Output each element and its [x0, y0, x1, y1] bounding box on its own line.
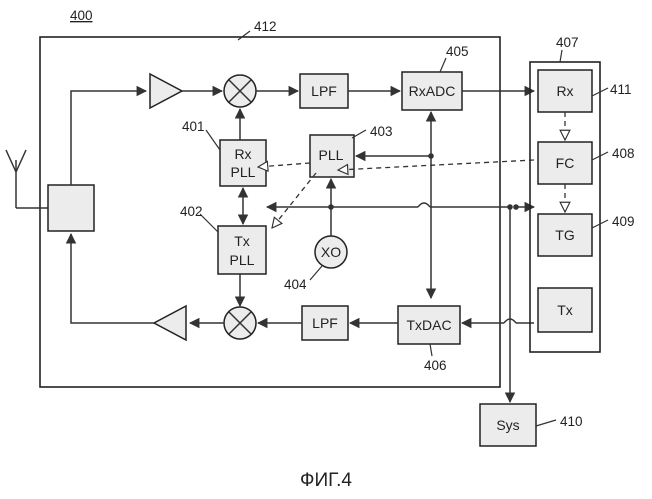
fc-label: FC	[556, 155, 575, 171]
leader-412	[238, 31, 250, 40]
pll-label: PLL	[319, 147, 344, 163]
rx-pll-label-line2: PLL	[231, 164, 256, 180]
antenna-icon	[6, 150, 48, 208]
tx-lpf-label: LPF	[312, 315, 338, 331]
leader-403	[352, 130, 366, 138]
fc-to-tx-pll-dashed	[272, 173, 316, 228]
ref-403: 403	[370, 124, 393, 139]
duplexer-to-lna-wire	[71, 91, 146, 185]
ref-405: 405	[446, 44, 469, 59]
rx-amplifier-icon	[150, 74, 182, 108]
tg-label: TG	[555, 227, 574, 243]
figure-number: 400	[70, 8, 93, 23]
rx-lpf-label: LPF	[311, 83, 337, 99]
ref-402: 402	[180, 204, 203, 219]
txdac-label: TxDAC	[406, 317, 451, 333]
rxadc-label: RxADC	[409, 83, 456, 99]
ref-411: 411	[610, 82, 632, 97]
leader-410	[536, 420, 556, 426]
leader-407	[560, 50, 562, 62]
duplexer-block	[48, 185, 94, 231]
tx-amplifier-icon	[154, 306, 186, 340]
ref-412: 412	[254, 19, 277, 34]
fc-to-pll-dashed	[338, 160, 534, 170]
rx-pll-label-line1: Rx	[234, 146, 251, 162]
leader-401	[206, 130, 220, 150]
ref-408: 408	[612, 146, 635, 161]
ref-407: 407	[556, 35, 579, 50]
ref-404: 404	[284, 277, 307, 292]
tx-label: Tx	[557, 302, 573, 318]
ref-410: 410	[560, 414, 583, 429]
junction-xo-bus	[328, 204, 334, 210]
ref-406: 406	[424, 358, 447, 373]
sys-label: Sys	[496, 417, 519, 433]
xo-label: XO	[321, 244, 341, 260]
rx-label: Rx	[556, 83, 573, 99]
tx-mixer-icon	[224, 307, 256, 339]
control-bus-hop	[418, 203, 430, 207]
leader-405	[440, 58, 446, 72]
leader-406	[430, 344, 432, 356]
ref-401: 401	[182, 119, 205, 134]
tx-pll-label-line1: Tx	[234, 233, 250, 249]
rx-mixer-icon	[224, 75, 256, 107]
tx-pll-label-line2: PLL	[230, 252, 255, 268]
pa-to-duplexer-wire	[71, 234, 154, 323]
leader-402	[200, 214, 218, 232]
ref-409: 409	[612, 214, 635, 229]
leader-404	[310, 266, 322, 280]
figure-caption: ФИГ.4	[300, 470, 352, 491]
